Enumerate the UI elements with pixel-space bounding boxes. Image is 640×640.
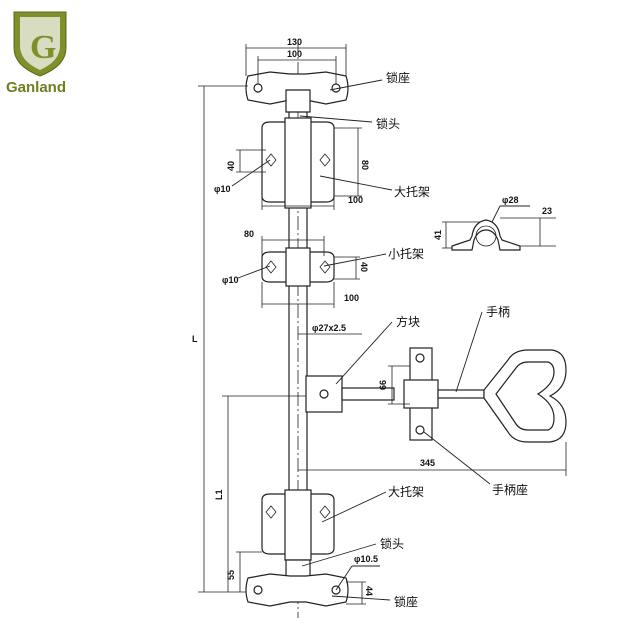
- dim-pipe: φ27x2.5: [312, 323, 346, 333]
- big-bracket-bottom: [261, 489, 335, 561]
- dim-345: 345: [420, 458, 435, 468]
- dim-40-small: 40: [359, 262, 369, 272]
- dim-80: 80: [360, 160, 370, 170]
- dim-phi10-small: φ10: [222, 275, 238, 285]
- brand-logo: G: [13, 11, 67, 77]
- dim-100-small: 100: [344, 293, 359, 303]
- clamp-detail: [451, 219, 521, 251]
- label-lock-seat-top: 锁座: [386, 70, 410, 85]
- dim-L: L: [192, 334, 198, 344]
- dim-55: 55: [226, 570, 236, 580]
- dim-phi28: φ28: [502, 195, 518, 205]
- label-lock-seat-bottom: 锁座: [394, 594, 418, 609]
- small-bracket: [261, 247, 335, 287]
- dim-40-big: 40: [226, 161, 236, 171]
- label-lock-head-bottom: 锁头: [380, 536, 404, 551]
- handle-assembly: [341, 347, 567, 443]
- label-handle-seat: 手柄座: [492, 482, 528, 497]
- label-lock-head-top: 锁头: [376, 116, 400, 131]
- dim-phi10-big: φ10: [214, 184, 230, 194]
- label-big-bracket-top: 大托架: [394, 185, 430, 199]
- dim-100-top: 100: [287, 49, 302, 59]
- dim-100-big: 100: [348, 195, 363, 205]
- label-small-bracket: 小托架: [388, 247, 424, 261]
- dim-66: 66: [378, 380, 388, 390]
- label-square-block: 方块: [396, 314, 420, 329]
- dim-23: 23: [542, 206, 552, 216]
- dim-130: 130: [287, 37, 302, 47]
- big-bracket-top: [261, 117, 335, 209]
- lock-seat-top: [245, 71, 349, 113]
- label-big-bracket-bottom: 大托架: [388, 485, 424, 499]
- label-handle: 手柄: [486, 305, 510, 319]
- lock-seat-bottom: [245, 559, 349, 607]
- brand-name: Ganland: [6, 79, 66, 96]
- dim-80-small: 80: [244, 229, 254, 239]
- svg-text:G: G: [30, 29, 56, 66]
- dim-phi10-5: φ10.5: [354, 554, 378, 564]
- dim-L1: L1: [214, 489, 224, 500]
- dim-41: 41: [433, 230, 443, 240]
- dim-44: 44: [364, 586, 374, 596]
- square-block: [305, 375, 343, 413]
